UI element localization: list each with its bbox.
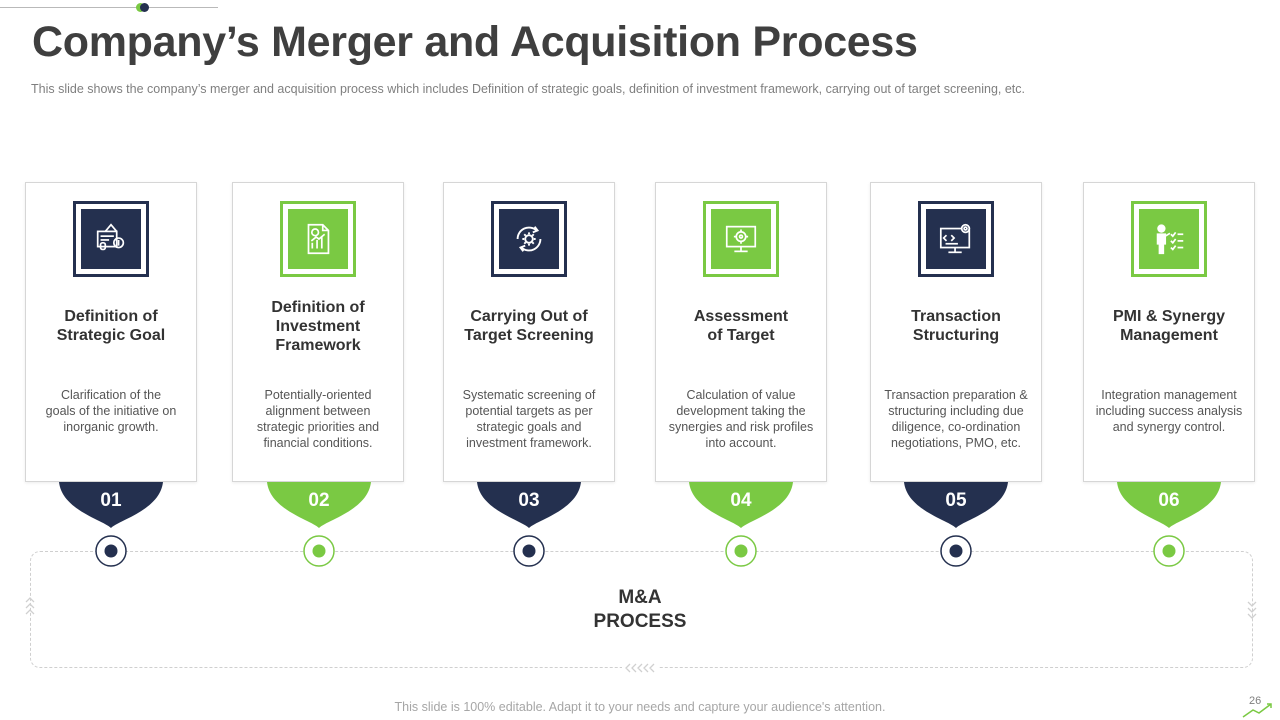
step-marker-02: 02 bbox=[267, 482, 371, 568]
icon-frame bbox=[491, 201, 567, 277]
step-number: 06 bbox=[1158, 490, 1180, 511]
step-marker-06: 06 bbox=[1117, 482, 1221, 568]
step-description: Clarification of the goals of the initia… bbox=[45, 388, 177, 434]
step-number: 02 bbox=[308, 490, 330, 511]
page-subtitle: This slide shows the company’s merger an… bbox=[31, 82, 1026, 96]
icon-frame bbox=[1131, 201, 1207, 277]
step-card-04: Assessment of Target Calculation of valu… bbox=[655, 182, 827, 482]
step-title: Transaction Structuring bbox=[911, 308, 1001, 344]
step-marker-04: 04 bbox=[689, 482, 793, 568]
step-marker-01: 01 bbox=[59, 482, 163, 568]
step-number: 03 bbox=[518, 490, 540, 511]
step-title: PMI & Synergy Management bbox=[1112, 308, 1226, 344]
step-number: 05 bbox=[945, 490, 967, 511]
icon-frame bbox=[280, 201, 356, 277]
report-chart-icon bbox=[288, 209, 348, 269]
page-title: Company’s Merger and Acquisition Process bbox=[32, 18, 918, 66]
monitor-target-icon bbox=[711, 209, 771, 269]
step-description: Potentially-oriented alignment between s… bbox=[256, 388, 380, 450]
page-number: 26 bbox=[1249, 695, 1262, 707]
step-card-01: Definition of Strategic Goal Clarificati… bbox=[25, 182, 197, 482]
step-title: Assessment of Target bbox=[693, 308, 789, 344]
step-description: Transaction preparation & structuring in… bbox=[884, 388, 1028, 450]
trend-up-icon bbox=[1242, 703, 1272, 718]
step-marker-03: 03 bbox=[477, 482, 581, 568]
top-decor-dot-navy bbox=[140, 3, 149, 12]
step-description: Integration management including success… bbox=[1095, 388, 1243, 434]
step-title: Carrying Out of Target Screening bbox=[464, 308, 594, 344]
icon-frame bbox=[73, 201, 149, 277]
top-decor-line bbox=[0, 7, 218, 8]
footer-note: This slide is 100% editable. Adapt it to… bbox=[394, 700, 886, 714]
step-title: Definition of Investment Framework bbox=[271, 298, 365, 354]
step-number: 04 bbox=[730, 490, 752, 511]
step-description: Calculation of value development taking … bbox=[668, 388, 814, 450]
icon-frame bbox=[703, 201, 779, 277]
person-checklist-icon bbox=[1139, 209, 1199, 269]
icon-frame bbox=[918, 201, 994, 277]
step-card-02: Definition of Investment Framework Poten… bbox=[232, 182, 404, 482]
step-description: Systematic screening of potential target… bbox=[462, 388, 596, 450]
step-number: 01 bbox=[100, 490, 122, 511]
step-marker-05: 05 bbox=[904, 482, 1008, 568]
up-arrows-icon bbox=[25, 597, 35, 615]
step-title: Definition of Strategic Goal bbox=[56, 308, 166, 344]
monitor-code-icon bbox=[926, 209, 986, 269]
down-arrows-icon bbox=[1247, 601, 1257, 619]
step-card-03: Carrying Out of Target Screening Systema… bbox=[443, 182, 615, 482]
step-card-06: PMI & Synergy Management Integration man… bbox=[1083, 182, 1255, 482]
strategy-document-icon bbox=[81, 209, 141, 269]
gear-cycle-icon bbox=[499, 209, 559, 269]
step-card-05: Transaction Structuring Transaction prep… bbox=[870, 182, 1042, 482]
left-arrows-icon bbox=[622, 661, 658, 675]
process-label: M&A PROCESS bbox=[593, 587, 687, 632]
